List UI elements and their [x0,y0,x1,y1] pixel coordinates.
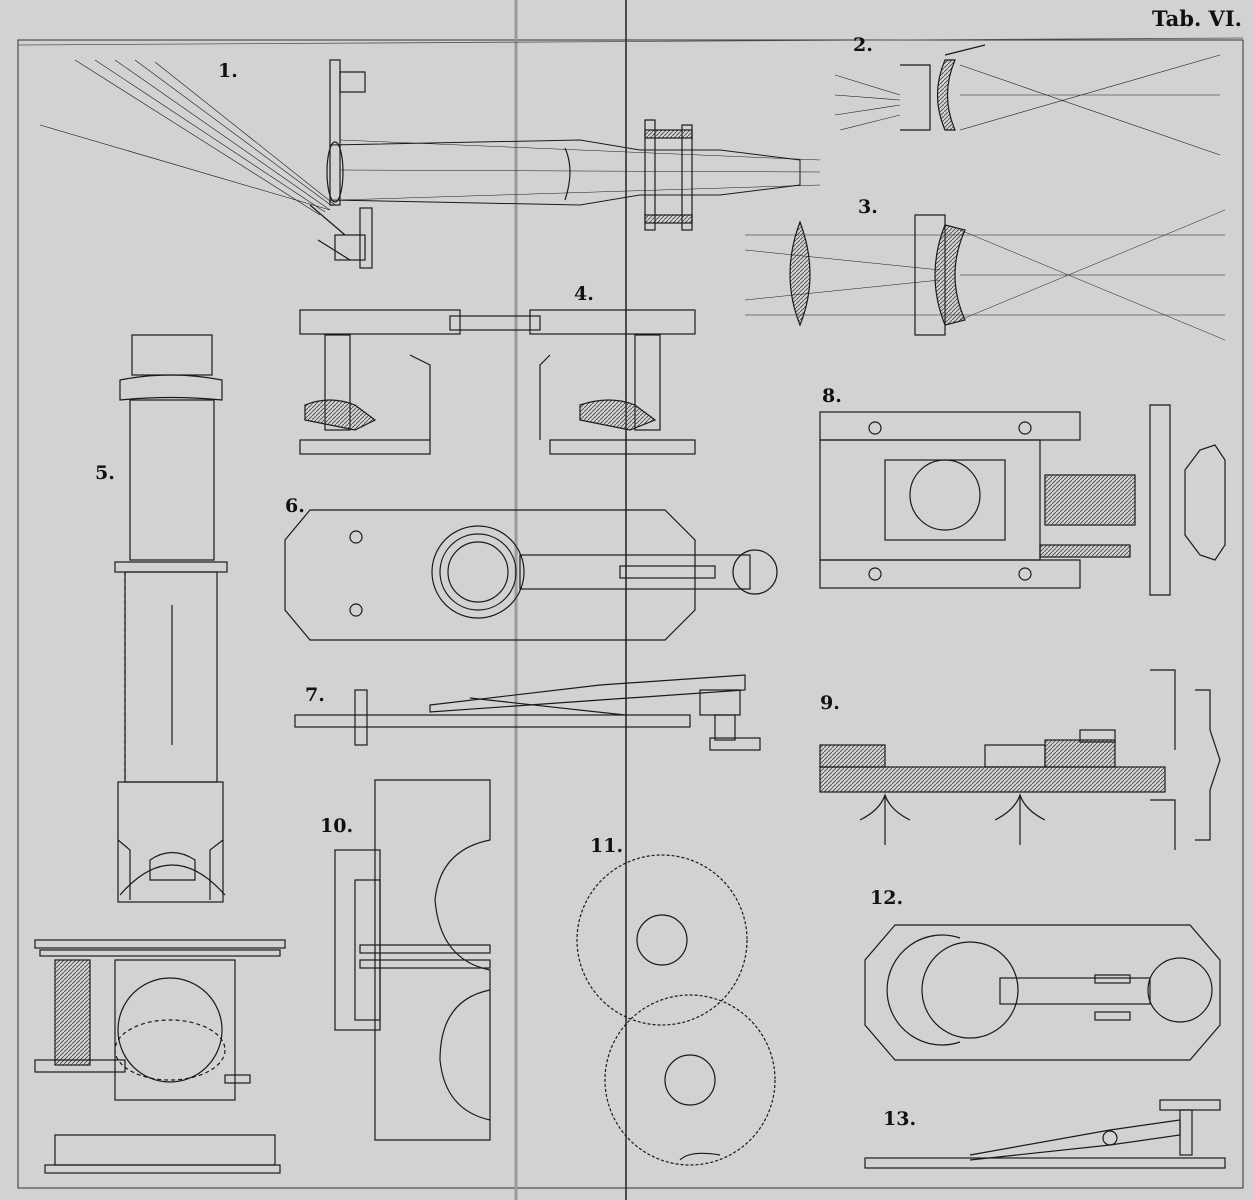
figure-3-drawing [744,209,1226,341]
figure-5-number: 5. [95,462,115,484]
figure-7-number: 7. [305,684,325,706]
figure-6-drawing [284,509,778,641]
figure-8-drawing [819,404,1226,596]
figure-6-number: 6. [285,495,305,517]
figure-2-number: 2. [853,34,873,56]
figure-2-drawing [834,44,1221,156]
plate-title: Tab. VI. [1152,6,1242,31]
figure-4-drawing [299,309,696,455]
figure-10-number: 10. [320,815,354,837]
figure-5-drawing [34,334,286,1174]
plate-border [17,39,1244,1189]
figure-13-drawing [864,1099,1226,1169]
figure-8-number: 8. [822,385,842,407]
figure-4-number: 4. [574,283,594,305]
figure-12-drawing [864,924,1221,1061]
figure-1-drawing [39,59,821,269]
figure-1-number: 1. [218,60,238,82]
figure-11-number: 11. [590,835,624,857]
figure-11-drawing [576,854,776,1166]
figure-13-number: 13. [883,1108,917,1130]
figure-3-number: 3. [858,196,878,218]
figure-7-drawing [294,674,761,751]
figure-10-drawing [334,779,491,1141]
figure-9-number: 9. [820,692,840,714]
figure-12-number: 12. [870,887,904,909]
figure-9-drawing [819,669,1221,850]
